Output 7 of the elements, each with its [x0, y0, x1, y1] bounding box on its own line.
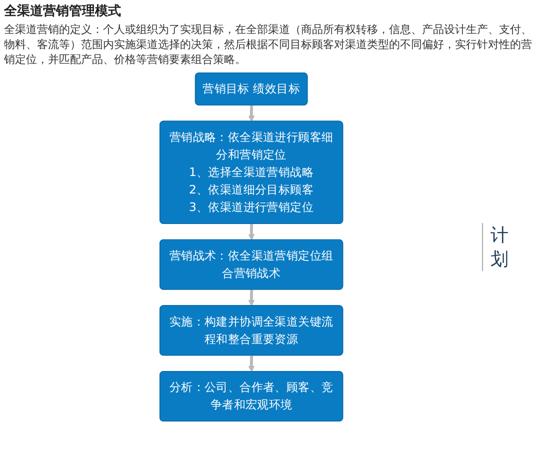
definition-paragraph: 全渠道营销的定义：个人或组织为了实现目标，在全部渠道（商品所有权转移，信息、产品设计生产、支付、物料、客流等）范围内实施渠道选择的决策，然后根据不同目标顾客对渠道类型的不同偏好，实行针对性的营销定位，并匹配产品、价格等营销要素组合策略。: [4, 22, 533, 67]
arrow: [248, 224, 255, 240]
diagram-title: 全渠道营销管理模式: [4, 2, 122, 20]
arrow: [248, 290, 255, 306]
arrow: [248, 105, 255, 122]
arrow: [248, 355, 255, 372]
bracket-label: 计划: [482, 223, 512, 271]
